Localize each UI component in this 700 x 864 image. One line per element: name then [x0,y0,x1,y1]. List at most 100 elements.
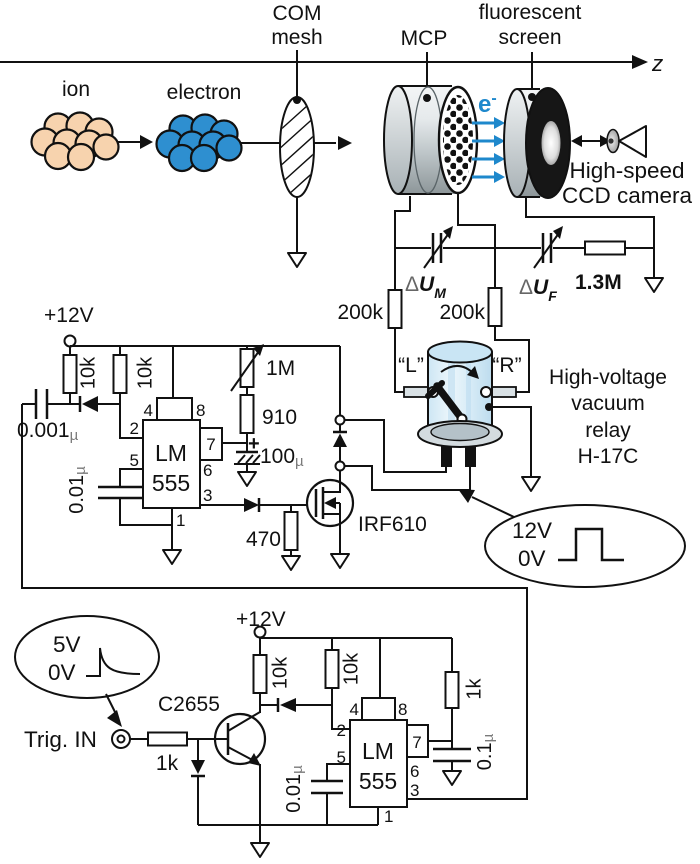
ic1-pin3: 3 [203,486,212,505]
ic2-pin4: 4 [350,700,359,719]
ground-ic1 [162,549,182,565]
pulse-low-label: 0V [518,546,546,571]
relay-name3: relay [585,419,631,442]
lm555-trigger: LM 555 4 8 2 5 7 6 3 1 [337,697,429,826]
resistor-910-label: 910 [262,406,297,429]
electron-cluster: electron [155,81,243,173]
relay-left-label: “L” [398,354,424,377]
relay-armature [425,365,492,425]
trig-in-terminal [111,729,131,749]
electron-label: electron [167,81,242,104]
diode-trig [191,739,205,825]
coil-pulse-callout: 12V 0V [458,489,686,588]
driver-circuit: +12V 10k 10k 0.001µ 0.01µ LM 555 4 8 2 5… [17,304,427,571]
resistor-1k-in-label: 1k [156,752,179,775]
ic2-pin6: 6 [410,762,419,781]
trig-pulse-low: 0V [48,660,76,685]
ground-100u [237,471,257,487]
component-labels-top: COM mesh MCP fluorescent screen [271,1,582,96]
trig-in-label: Trig. IN [24,727,97,752]
resistor-200k-left [387,289,403,329]
trig-pulse-high: 5V [53,632,81,657]
ic1-pin8: 8 [196,401,205,420]
ic2-pin5: 5 [337,748,346,767]
screen-label2: screen [498,26,561,49]
delta-um-label: ΔUM [405,273,446,301]
ground-mesh [287,252,307,268]
pulse-high-label: 12V [512,518,552,543]
camera: High-speed CCD camera [562,125,693,208]
relay-name: High-voltage [549,366,667,389]
cap-100u [234,450,261,472]
ground-relay [521,476,541,492]
ground-trigger [250,842,270,858]
delta-uf-label: ΔUF [519,276,557,304]
supply-label: +12V [44,304,94,327]
resistor-10k-3 [252,654,268,694]
hv-divider: 1.3M ΔUM ΔUF 200k 200k [337,226,654,393]
resistor-200k-right-label: 200k [439,301,485,324]
eye-icon [571,125,647,158]
ground-screen [644,277,664,293]
resistor-1p3M-label: 1.3M [575,271,622,294]
spike-waveform [86,647,141,677]
com-mesh-label: COM [273,2,322,25]
variable-cap-uf [533,226,563,269]
vacuum-relay: “L” “R” High-voltage vacuum relay H-17C [344,340,667,492]
com-mesh-label2: mesh [271,26,322,49]
mosfet-label: IRF610 [358,513,427,536]
resistor-470-label: 470 [246,528,281,551]
trigger-circuit: 5V 0V Trig. IN 1k C2655 +12V 10k 10k LM [14,404,528,858]
square-pulse-waveform [558,527,624,562]
feedback-wire [21,404,528,800]
cap-01u [433,747,471,763]
resistor-10k-1-label: 10k [77,356,99,389]
screen-label: fluorescent [479,1,582,24]
ic2-name: LM [362,738,394,764]
ion-cluster: ion [30,78,120,172]
ic2-pin3: 3 [410,781,419,800]
ic2-pin1: 1 [384,807,393,826]
relay-name4: H-17C [578,445,639,468]
cap-01u-label: 0.1µ [474,733,497,770]
ic1-pin7: 7 [206,435,215,454]
cap-0001 [34,389,49,419]
resistor-1k-in [147,731,188,747]
fluorescent-screen-device [503,87,664,293]
pot-1M-label: 1M [266,357,295,380]
ic2-pin8: 8 [398,700,407,719]
resistor-10k-3-label: 10k [269,656,291,689]
mosfet-irf610 [305,470,355,554]
ion-label: ion [62,78,90,101]
cap-001-1-label: 0.01µ [66,466,89,514]
electron-shower: e- [472,90,505,183]
ic2-name2: 555 [359,768,397,794]
resistor-1k-t-label: 1k [463,677,485,699]
supply2-label: +12V [236,608,286,631]
ic1-name: LM [155,440,187,466]
resistor-10k-4-label: 10k [340,652,362,685]
cap-001-2-label: 0.01µ [283,765,306,813]
resistor-10k-2 [112,354,128,394]
ion-to-electron-arrow [118,135,153,149]
lm555-driver: LM 555 4 8 2 5 7 6 3 1 [130,397,223,530]
relay-right-label: “R” [492,354,521,377]
ground-01u [442,770,462,786]
ic2-pin2: 2 [337,721,346,740]
ic2-pin7: 7 [412,733,421,752]
cap-100u-plus: + [248,433,260,455]
relay-name2: vacuum [571,392,645,415]
mcp-label: MCP [401,27,448,50]
resistor-10k-1 [62,354,78,394]
ground-mosfet [330,553,350,569]
cap-001-2 [311,779,343,795]
cap-100u-label: 100µ [260,445,304,470]
cap-001-1 [98,485,142,500]
resistor-10k-4 [324,649,340,689]
resistor-10k-2-label: 10k [134,356,156,389]
coil-connector [333,414,347,472]
camera-label: High-speed [569,158,684,183]
camera-label2: CCD camera [562,183,693,208]
